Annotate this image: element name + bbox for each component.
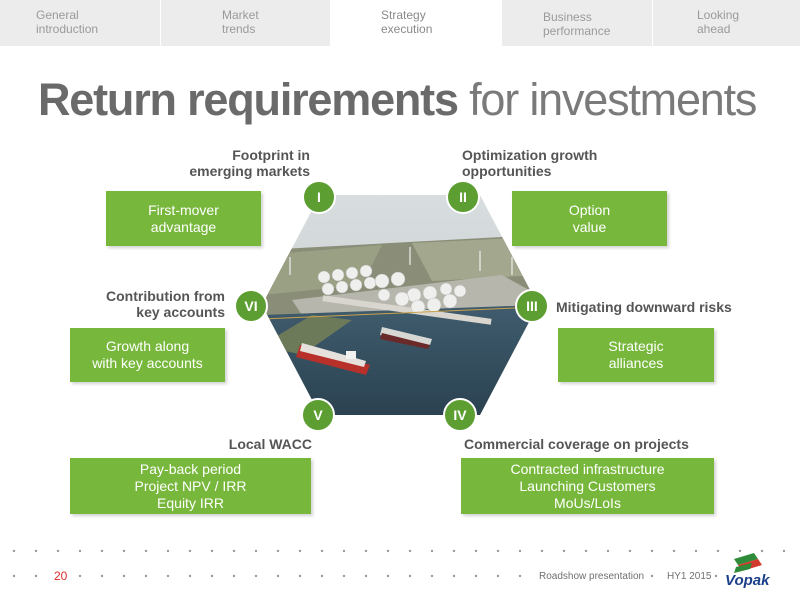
badge-numeral-iv: IV xyxy=(443,398,477,432)
heading-contribution: Contribution from key accounts xyxy=(106,288,225,320)
box-growth-key-accounts: Growth along with key accounts xyxy=(70,328,225,382)
badge-numeral-vi: VI xyxy=(234,289,268,323)
tab-strategy-execution[interactable]: Strategy execution xyxy=(331,0,502,46)
terminal-aerial-photo xyxy=(262,195,538,415)
footer-divider-dots-top xyxy=(12,549,786,553)
heading-optimization: Optimization growth opportunities xyxy=(462,147,598,179)
tab-label: Strategy execution xyxy=(381,8,433,36)
badge-numeral-v: V xyxy=(301,398,335,432)
page-title: Return requirements for investments xyxy=(38,74,757,126)
box-option-value: Option value xyxy=(512,191,667,246)
heading-footprint: Footprint in emerging markets xyxy=(189,147,310,179)
tab-label: Market trends xyxy=(222,8,259,36)
section-nav: General introduction Market trends Strat… xyxy=(0,0,800,46)
title-light: for investments xyxy=(469,74,757,125)
vopak-logo-text: Vopak xyxy=(725,572,770,589)
badge-numeral-i: I xyxy=(302,180,336,214)
vopak-logo: Vopak xyxy=(724,551,774,591)
tab-business-performance[interactable]: Business performance xyxy=(502,0,653,46)
tab-label: General introduction xyxy=(36,8,99,36)
box-strategic-alliances: Strategic alliances xyxy=(558,328,714,382)
tab-general-introduction[interactable]: General introduction xyxy=(0,0,161,46)
tab-label: Business performance xyxy=(543,10,611,38)
badge-numeral-iii: III xyxy=(515,289,549,323)
box-first-mover: First-mover advantage xyxy=(106,191,261,246)
title-bold: Return requirements xyxy=(38,74,459,125)
box-payback-npv-irr: Pay-back period Project NPV / IRR Equity… xyxy=(70,458,311,514)
badge-numeral-ii: II xyxy=(446,180,480,214)
heading-mitigating-risks: Mitigating downward risks xyxy=(556,299,732,315)
heading-local-wacc: Local WACC xyxy=(228,436,312,452)
footer-period: HY1 2015 xyxy=(667,571,712,582)
tab-market-trends[interactable]: Market trends xyxy=(161,0,331,46)
vopak-logo-mark-icon: Vopak xyxy=(725,553,770,589)
tab-looking-ahead[interactable]: Looking ahead xyxy=(653,0,800,46)
footer-divider-dots-bottom xyxy=(12,574,718,578)
page-number: 20 xyxy=(54,569,68,583)
heading-commercial-coverage: Commercial coverage on projects xyxy=(464,436,689,452)
tab-label: Looking ahead xyxy=(697,8,740,36)
footer-presentation: Roadshow presentation xyxy=(539,571,645,582)
box-contracted-infrastructure: Contracted infrastructure Launching Cust… xyxy=(461,458,714,514)
